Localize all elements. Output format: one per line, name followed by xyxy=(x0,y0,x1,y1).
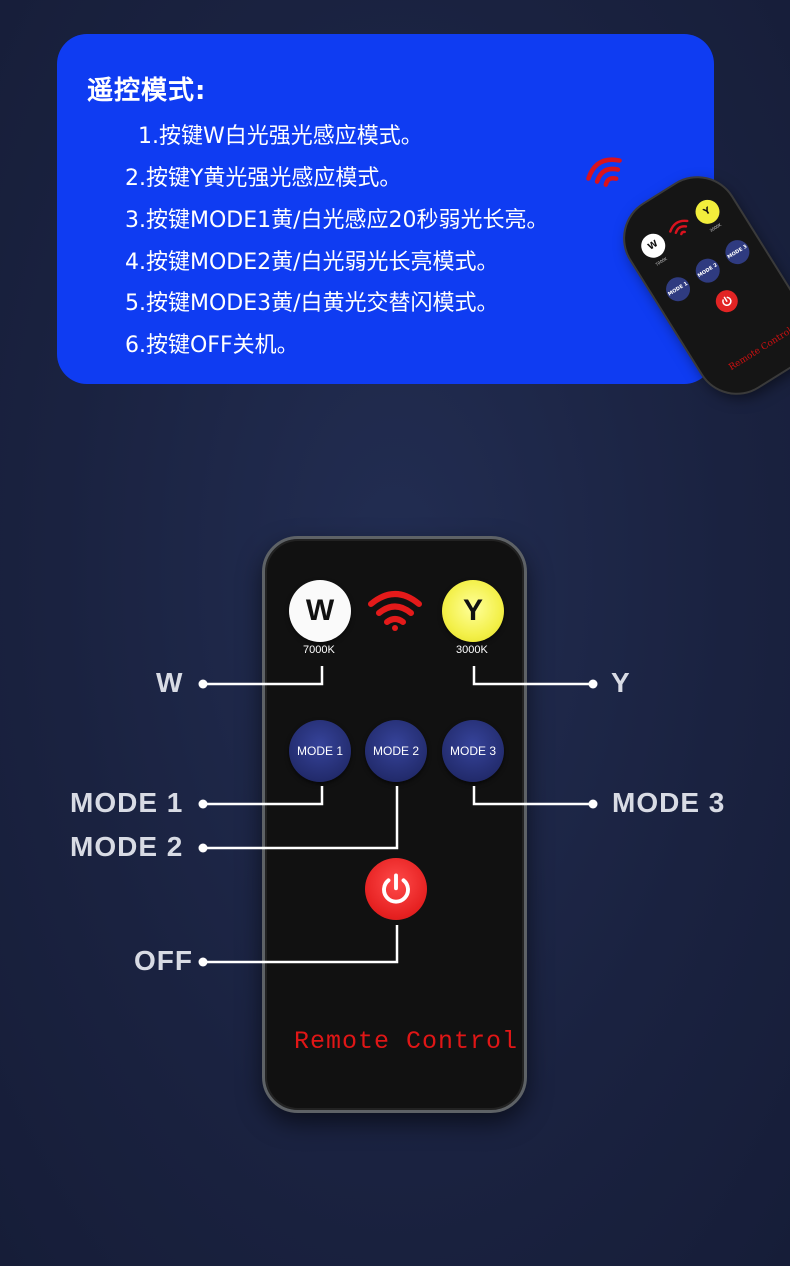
callout-mode2: MODE 2 xyxy=(70,831,184,862)
mode-line-3: 3.按键MODE1黄/白光感应20秒弱光长亮。 xyxy=(125,208,549,233)
small-power-icon xyxy=(711,286,742,317)
mode-line-4: 4.按键MODE2黄/白光弱光长亮模式。 xyxy=(125,250,499,275)
callout-mode1: MODE 1 xyxy=(70,787,184,818)
mode1-button[interactable]: MODE 1 xyxy=(289,720,351,782)
mode3-button[interactable]: MODE 3 xyxy=(442,720,504,782)
power-icon xyxy=(382,873,410,904)
card-title: 遥控模式: xyxy=(87,76,207,106)
w-kelvin-label: 7000K xyxy=(303,644,335,656)
wifi-signal-icon xyxy=(368,591,422,631)
callout-mode3: MODE 3 xyxy=(612,787,726,818)
info-card: 遥控模式: xyxy=(57,34,714,384)
callout-y: Y xyxy=(611,667,631,698)
w-button[interactable]: W xyxy=(289,580,351,642)
off-button[interactable] xyxy=(365,858,427,920)
small-signal-icon xyxy=(669,219,689,236)
signal-icon xyxy=(586,157,622,187)
mode-line-5: 5.按键MODE3黄/白黄光交替闪模式。 xyxy=(125,291,499,316)
y-button[interactable]: Y xyxy=(442,580,504,642)
mode-line-2: 2.按键Y黄光强光感应模式。 xyxy=(125,166,402,191)
y-kelvin-label: 3000K xyxy=(456,644,488,656)
callout-w: W xyxy=(156,667,184,698)
mode-line-1: 1.按键W白光强光感应模式。 xyxy=(138,124,423,149)
mode-line-6: 6.按键OFF关机。 xyxy=(125,333,299,358)
remote-control-label: Remote Control xyxy=(294,1027,519,1056)
mode2-button[interactable]: MODE 2 xyxy=(365,720,427,782)
small-remote-image: W Y 7000K 3000K MODE 1 MODE 2 MODE 3 Rem… xyxy=(609,163,790,408)
callout-off: OFF xyxy=(134,945,193,976)
